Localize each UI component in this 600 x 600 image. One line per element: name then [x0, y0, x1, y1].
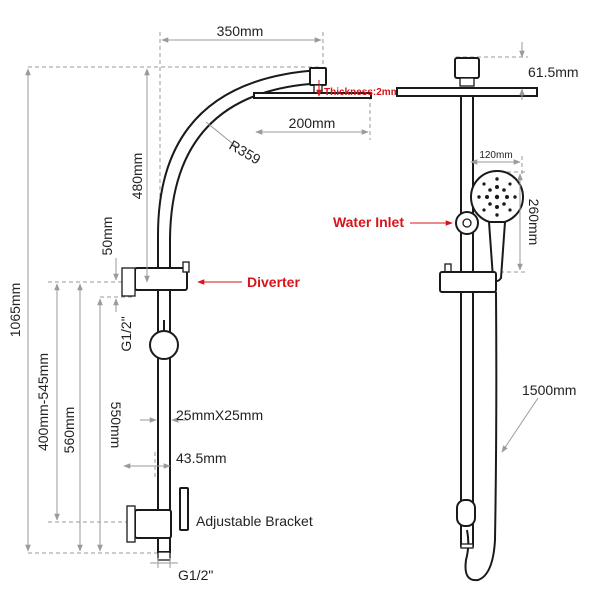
bracket-plate — [126, 505, 136, 543]
label-thickness: Thickness:2mm — [324, 87, 400, 98]
label-total-height: 1065mm — [7, 283, 23, 337]
slide-holder-side — [179, 487, 189, 531]
label-rail-section: 25mmX25mm — [176, 407, 263, 423]
top-cap-front — [454, 57, 480, 79]
diverter-inlet — [121, 267, 136, 297]
label-top-width: 350mm — [217, 23, 264, 39]
label-water-inlet: Water Inlet — [333, 214, 404, 230]
shower-arm-inner — [169, 83, 311, 270]
label-hose-length: 1500mm — [522, 382, 576, 398]
slider-front — [456, 499, 476, 527]
rail-bottom-cap — [460, 543, 474, 549]
label-bracket-depth: 43.5mm — [176, 450, 227, 466]
rail-front — [460, 95, 474, 547]
spray-nozzles — [477, 177, 517, 217]
label-lower-560: 560mm — [61, 407, 77, 454]
label-head-height: 61.5mm — [528, 64, 579, 80]
front-view: 61.5mm 120mm 260mm Water Inlet 1500mm — [333, 42, 579, 582]
hose-leader — [501, 397, 539, 453]
label-diverter-gap: 50mm — [99, 217, 115, 256]
label-handheld-width: 120mm — [479, 150, 512, 161]
label-bracket: Adjustable Bracket — [196, 513, 313, 529]
arm-connector — [313, 84, 323, 94]
label-arm-height: 480mm — [129, 153, 145, 200]
rain-head-front — [396, 87, 538, 97]
label-adjust-range: 400mm-545mm — [35, 353, 51, 451]
label-thread-top: G1/2" — [118, 316, 134, 351]
label-thread-bottom: G1/2" — [178, 567, 213, 583]
hose — [464, 291, 498, 582]
diverter-front — [439, 271, 497, 293]
label-diverter: Diverter — [247, 274, 300, 290]
inlet-knob-side — [149, 330, 179, 360]
head-connector-front — [459, 77, 475, 87]
bracket-side — [134, 509, 172, 539]
label-head-width: 200mm — [289, 115, 336, 131]
diverter-knob — [182, 261, 190, 273]
diverter-body — [134, 267, 188, 291]
side-view: 350mm Thickness:2mm 200mm R359 480mm 106… — [7, 23, 400, 583]
label-lower-550: 550mm — [108, 402, 124, 449]
inlet-knob-center — [462, 218, 472, 228]
label-handheld-height: 260mm — [526, 199, 542, 246]
radius-leader — [205, 121, 239, 149]
bottom-thread — [157, 551, 171, 561]
rain-head-side — [253, 92, 372, 99]
arm-end-cap — [309, 67, 327, 86]
